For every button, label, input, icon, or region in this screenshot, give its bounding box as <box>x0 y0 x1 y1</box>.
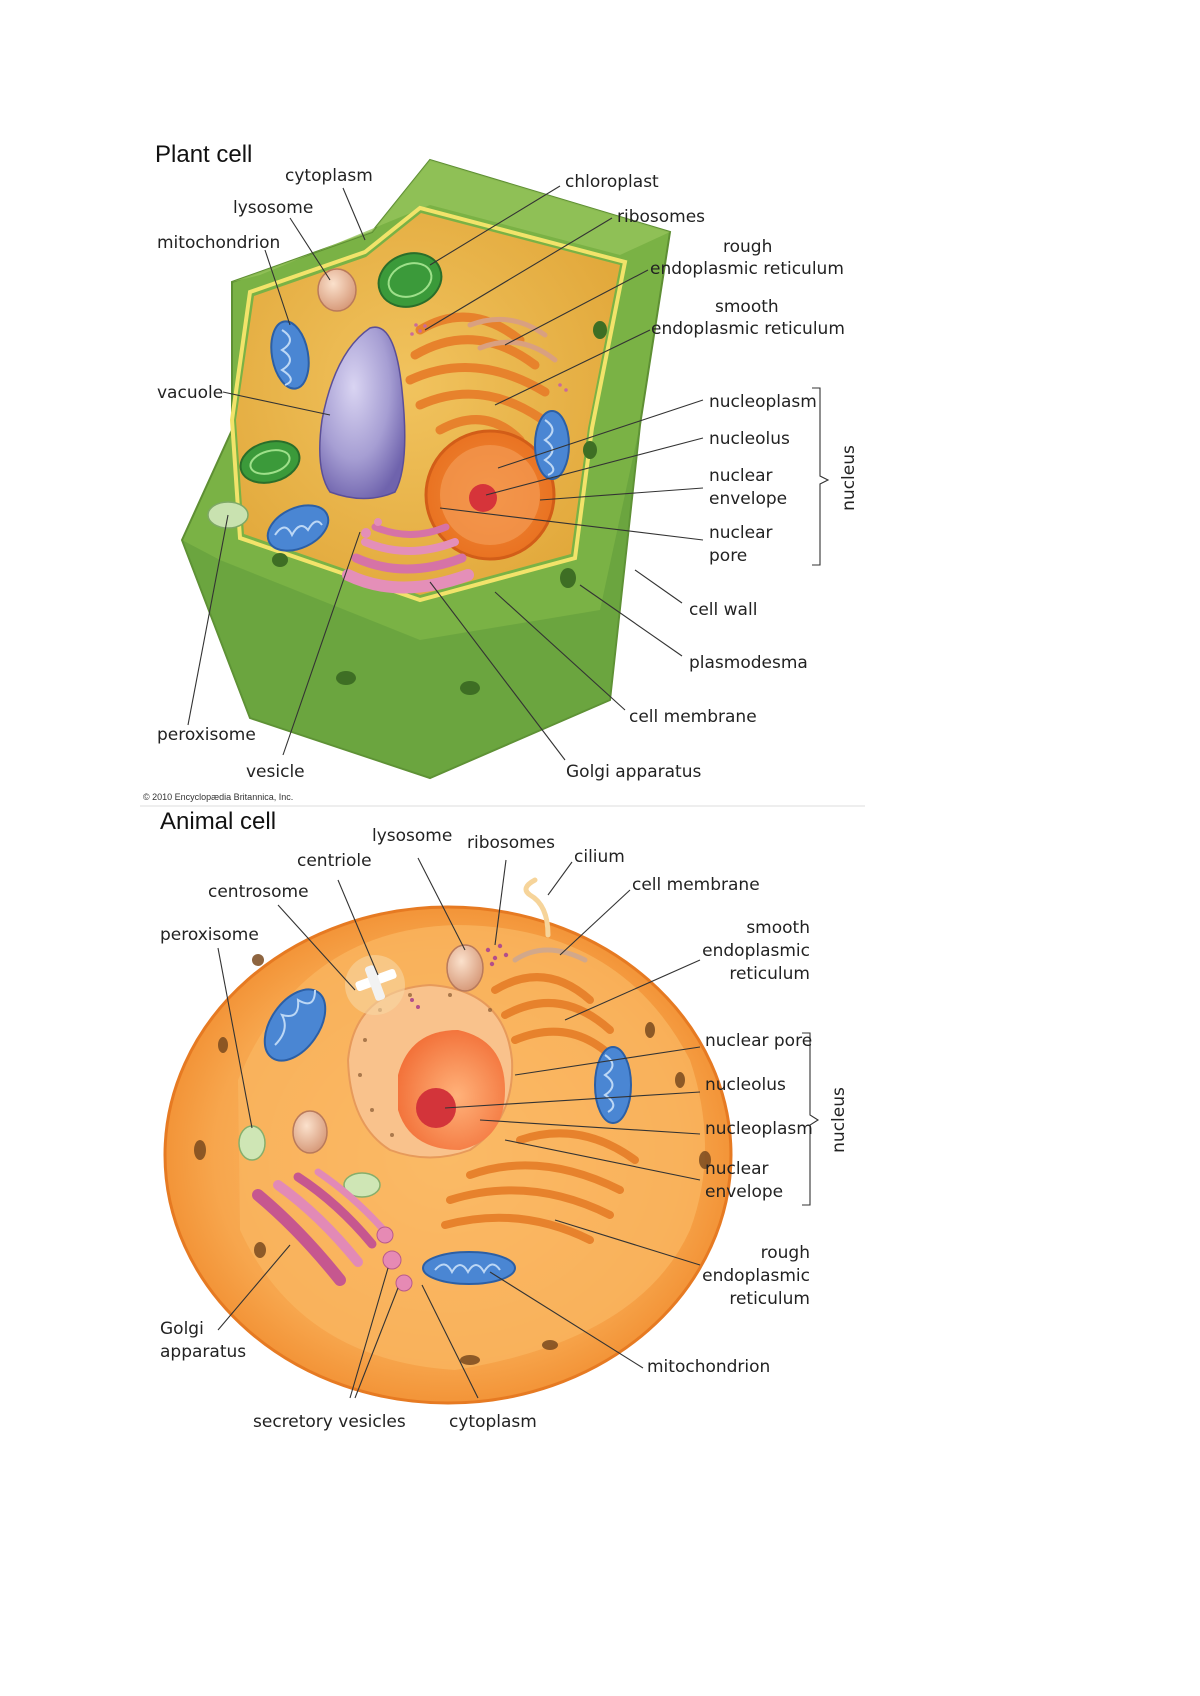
plant-nucleus <box>424 429 556 561</box>
animal-ribosomes <box>410 943 509 1009</box>
plant-leader-lines <box>187 185 830 761</box>
label-centriole: centriole <box>297 851 372 871</box>
label-rough-er-1: rough <box>761 1243 810 1263</box>
cilium-icon <box>523 877 551 938</box>
plant-vacuole <box>319 326 406 500</box>
label-cytoplasm: cytoplasm <box>285 166 373 186</box>
animal-leader-lines <box>217 857 820 1399</box>
label-ribosomes: ribosomes <box>467 833 555 853</box>
label-nuclear-pore-1: nuclear <box>709 523 772 543</box>
label-peroxisome: peroxisome <box>160 925 259 945</box>
label-rough-er-3: reticulum <box>729 1289 810 1309</box>
label-plasmodesma: plasmodesma <box>689 653 808 673</box>
plant-ribosomes <box>410 323 568 392</box>
label-mitochondrion: mitochondrion <box>157 233 280 253</box>
label-vacuole: vacuole <box>157 383 223 403</box>
animal-lysosome-icon <box>446 944 484 992</box>
label-cell-wall: cell wall <box>689 600 757 620</box>
plant-cell-diagram: Plant cell <box>143 141 859 802</box>
label-smooth-er-2: endoplasmic <box>702 941 810 961</box>
animal-golgi-icon <box>252 1168 386 1286</box>
label-smooth-er-3: reticulum <box>729 964 810 984</box>
plant-cell-title: Plant cell <box>155 141 252 168</box>
animal-nucleus <box>346 983 514 1159</box>
label-rough-er-1: rough <box>723 237 772 257</box>
label-nucleolus: nucleolus <box>705 1075 786 1095</box>
label-nuclear-envelope-1: nuclear <box>705 1159 768 1179</box>
label-nucleus: nucleus <box>829 1087 849 1153</box>
plant-endoplasmic-reticulum <box>405 312 558 445</box>
label-mitochondrion: mitochondrion <box>647 1357 770 1377</box>
label-rough-er-2: endoplasmic <box>702 1266 810 1286</box>
plasmodesma-pits <box>272 321 607 695</box>
label-peroxisome: peroxisome <box>157 725 256 745</box>
plant-nucleolus <box>469 484 497 512</box>
label-lysosome: lysosome <box>372 826 452 846</box>
label-smooth-er-1: smooth <box>715 297 779 317</box>
label-vesicle: vesicle <box>246 762 305 782</box>
label-cell-membrane: cell membrane <box>632 875 760 895</box>
animal-membrane-pits <box>194 954 711 1365</box>
label-smooth-er-1: smooth <box>746 918 810 938</box>
secretory-vesicles-icon <box>376 1226 413 1292</box>
chloroplast-icon <box>239 252 443 484</box>
label-nuclear-pore-2: pore <box>709 546 747 566</box>
label-cilium: cilium <box>574 847 625 867</box>
label-smooth-er-2: endoplasmic reticulum <box>651 319 845 339</box>
animal-nucleolus <box>416 1088 456 1128</box>
label-golgi: Golgi apparatus <box>566 762 701 782</box>
plant-golgi-icon <box>342 523 474 594</box>
plant-lysosome-icon <box>317 268 357 312</box>
label-cell-membrane: cell membrane <box>629 707 757 727</box>
label-nuclear-envelope-1: nuclear <box>709 466 772 486</box>
animal-cell-diagram: Animal cell <box>160 808 849 1432</box>
label-golgi-2: apparatus <box>160 1342 246 1362</box>
label-secretory-vesicles: secretory vesicles <box>253 1412 406 1432</box>
label-centrosome: centrosome <box>208 882 309 902</box>
label-golgi-1: Golgi <box>160 1319 204 1339</box>
label-ribosomes: ribosomes <box>617 207 705 227</box>
label-nuclear-envelope-2: envelope <box>709 489 787 509</box>
label-nucleolus: nucleolus <box>709 429 790 449</box>
label-nucleus: nucleus <box>839 445 859 511</box>
animal-peroxisome-icon <box>238 1125 266 1161</box>
label-chloroplast: chloroplast <box>565 172 659 192</box>
label-nucleoplasm: nucleoplasm <box>709 392 817 412</box>
label-nucleoplasm: nucleoplasm <box>705 1119 813 1139</box>
label-nuclear-pore: nuclear pore <box>705 1031 812 1051</box>
centrosome-icon <box>345 955 405 1015</box>
label-nuclear-envelope-2: envelope <box>705 1182 783 1202</box>
copyright-notice: © 2010 Encyclopædia Britannica, Inc. <box>143 792 293 802</box>
label-cytoplasm: cytoplasm <box>449 1412 537 1432</box>
label-rough-er-2: endoplasmic reticulum <box>650 259 844 279</box>
label-lysosome: lysosome <box>233 198 313 218</box>
animal-cell-title: Animal cell <box>160 808 276 835</box>
animal-mitochondrion-icon <box>263 988 632 1285</box>
